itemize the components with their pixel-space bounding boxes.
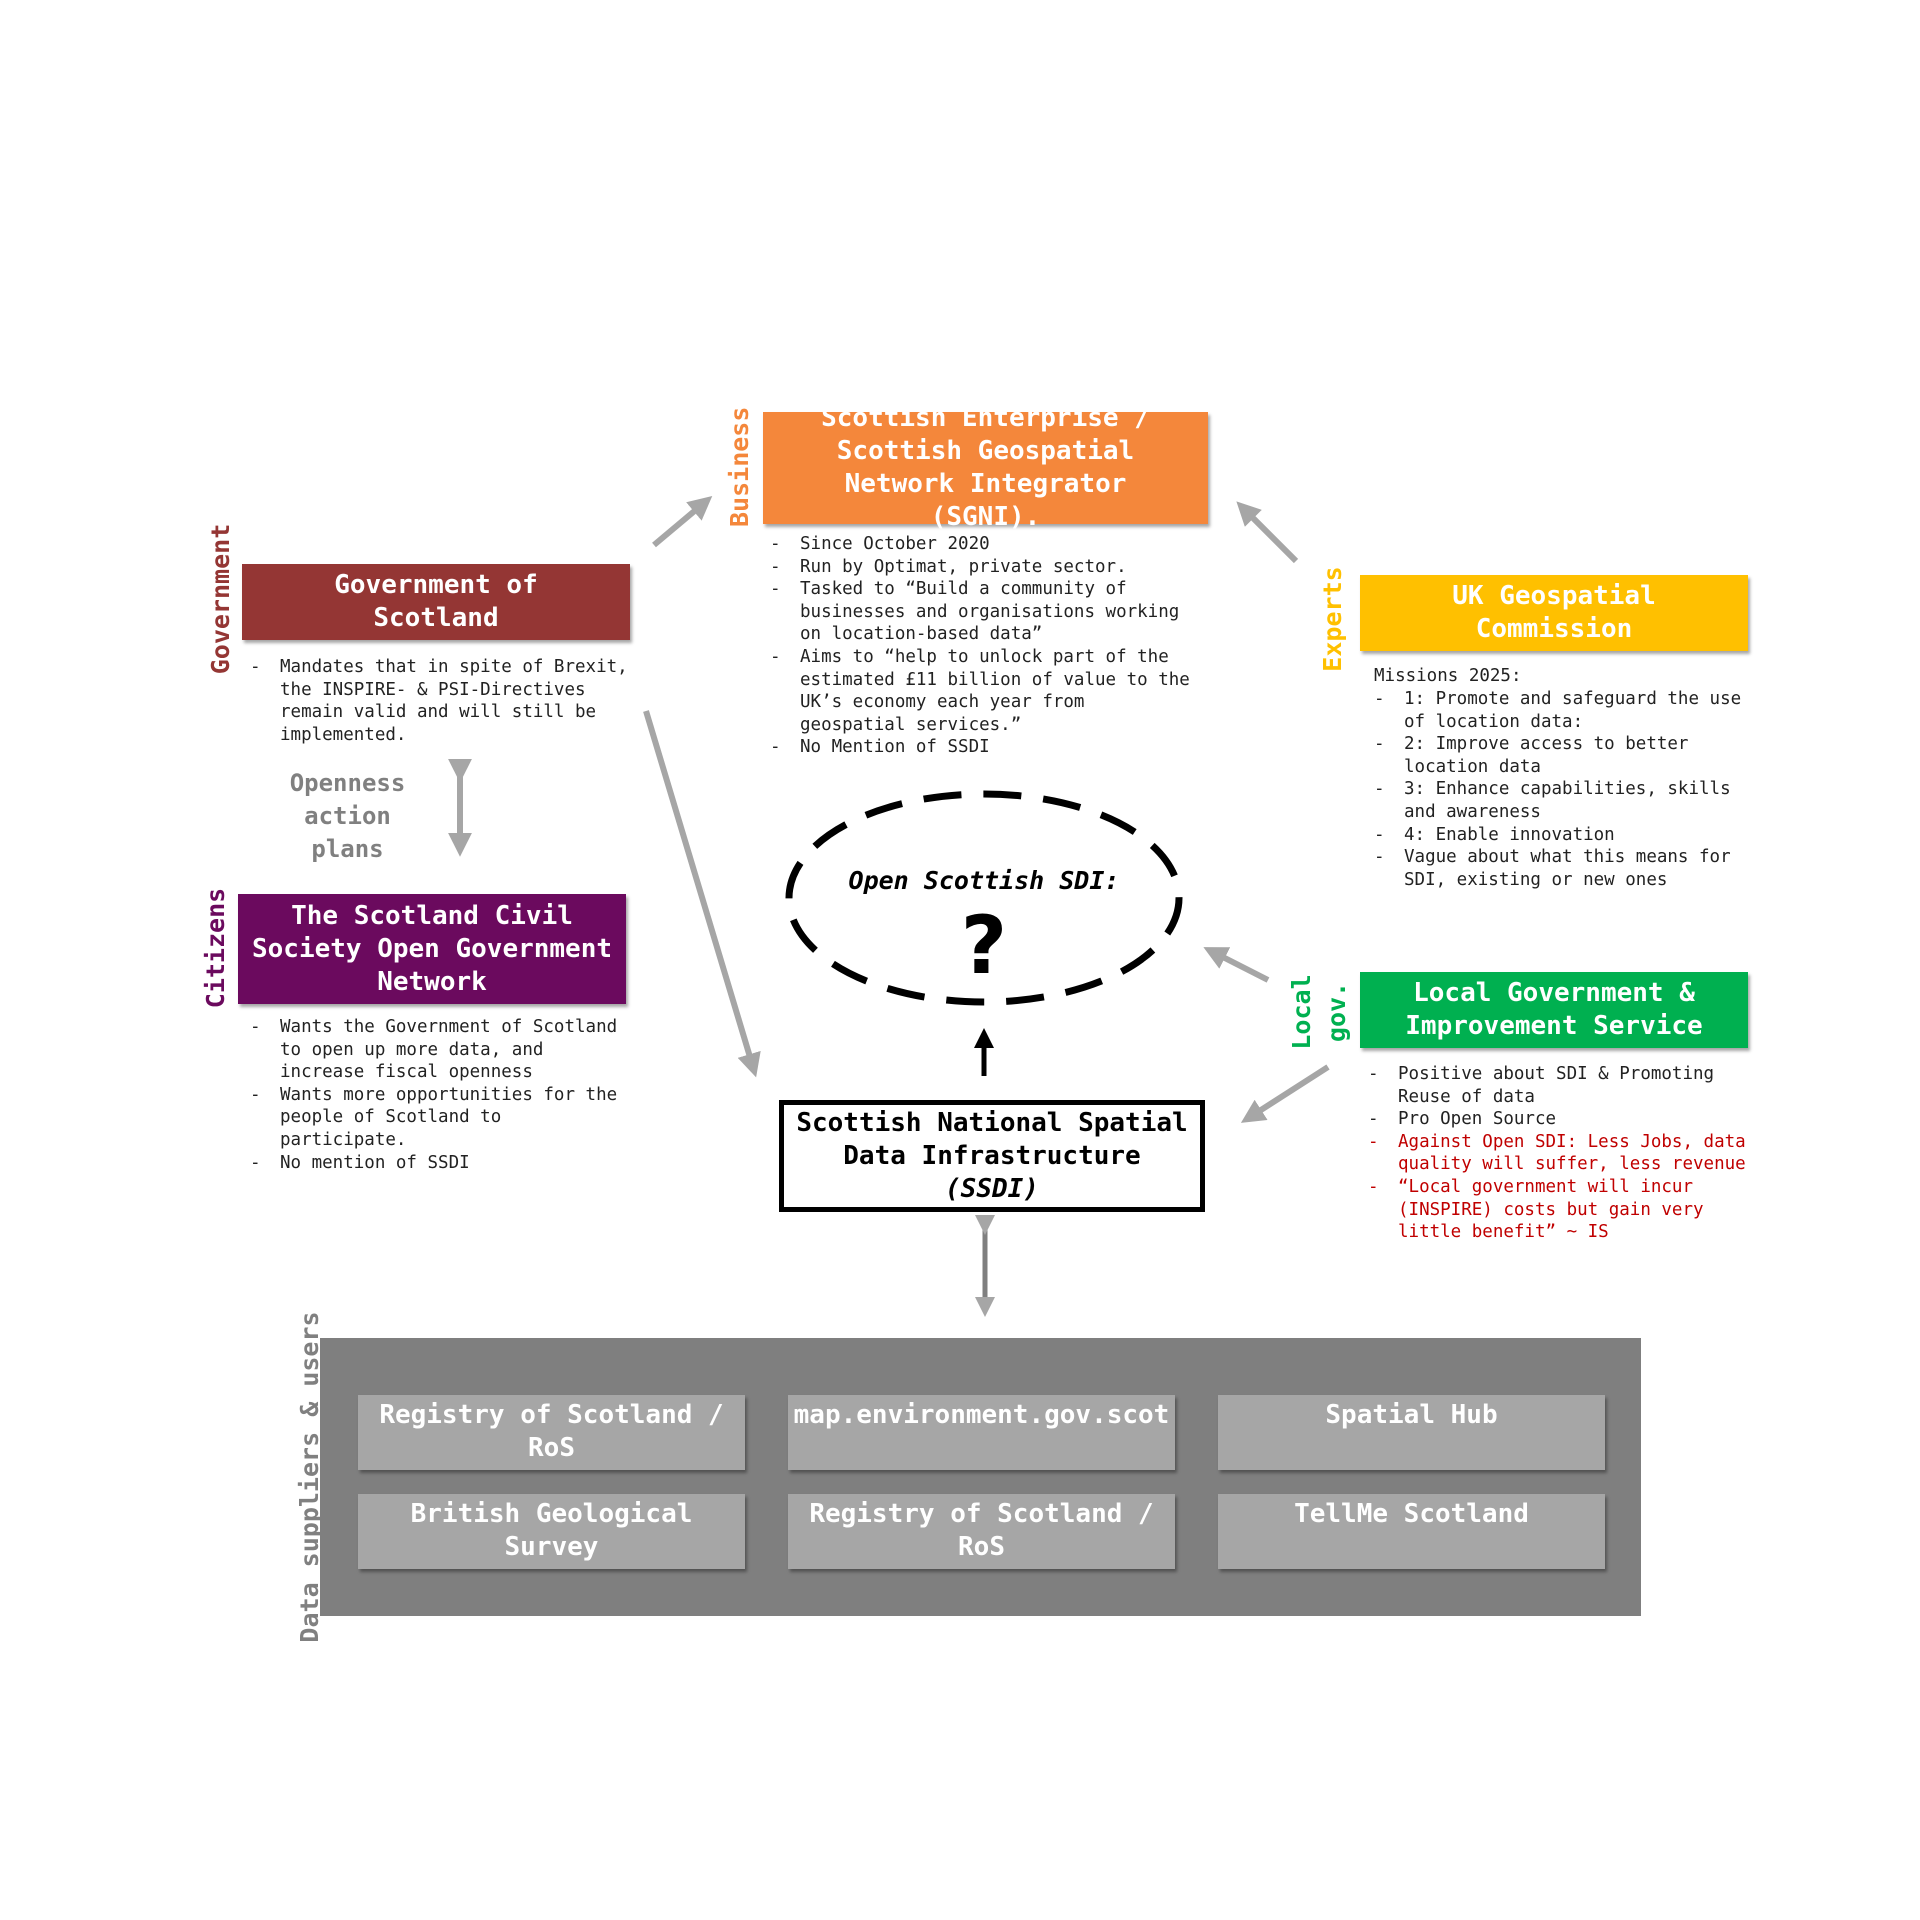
local-title: Local Government & Improvement Service: [1405, 978, 1703, 1041]
experts-note: 1: Promote and safeguard the use of loca…: [1374, 688, 1754, 733]
citizens-note: Wants more opportunities for the people …: [250, 1084, 630, 1152]
arrow-local-to-open-sdi: [1203, 947, 1270, 983]
business-note: Since October 2020: [770, 533, 1200, 556]
open-sdi-title: Open Scottish SDI:: [848, 866, 1120, 895]
local-title-box: Local Government & Improvement Service: [1360, 972, 1748, 1048]
citizens-title-box: The Scotland Civil Society Open Governme…: [238, 894, 626, 1004]
government-title-box: Government of Scotland: [242, 564, 630, 640]
experts-note: Vague about what this means for SDI, exi…: [1374, 846, 1754, 891]
business-note: No Mention of SSDI: [770, 736, 1200, 759]
supplier-box-registry: Registry of Scotland / RoS: [358, 1395, 745, 1470]
local-note-critical: “Local government will incur (INSPIRE) c…: [1368, 1176, 1748, 1244]
business-note: Run by Optimat, private sector.: [770, 556, 1200, 579]
supplier-box-registry-2: Registry of Scotland / RoS: [788, 1494, 1175, 1569]
business-notes: Since October 2020 Run by Optimat, priva…: [770, 533, 1200, 759]
citizens-note: No mention of SSDI: [250, 1152, 630, 1175]
ssdi-subtitle: (SSDI): [945, 1173, 1039, 1204]
government-note: Mandates that in spite of Brexit, the IN…: [250, 656, 630, 746]
citizens-notes: Wants the Government of Scotland to open…: [250, 1016, 630, 1174]
supplier-box-bgs: British Geological Survey: [358, 1494, 745, 1569]
supplier-box-tellme: TellMe Scotland: [1218, 1494, 1605, 1569]
local-side-label: Local: [1287, 974, 1316, 1050]
experts-title: UK Geospatial Commission: [1452, 581, 1656, 644]
government-notes: Mandates that in spite of Brexit, the IN…: [250, 656, 630, 746]
ssdi-box: Scottish National Spatial Data Infrastru…: [779, 1100, 1205, 1212]
citizens-title: The Scotland Civil Society Open Governme…: [251, 900, 613, 997]
arrow-government-to-business: [652, 496, 713, 548]
citizens-side-label: Citizens: [201, 887, 230, 1009]
business-side-label: Business: [725, 406, 754, 527]
business-note: Tasked to “Build a community of business…: [770, 578, 1200, 646]
experts-notes: 1: Promote and safeguard the use of loca…: [1374, 688, 1754, 891]
local-note: Positive about SDI & Promoting Reuse of …: [1368, 1063, 1748, 1108]
open-sdi-question-mark: ?: [960, 899, 1008, 992]
arrow-local-to-ssdi: [1240, 1064, 1330, 1123]
experts-note: 3: Enhance capabilities, skills and awar…: [1374, 778, 1754, 823]
suppliers-panel: [320, 1338, 1641, 1616]
government-side-label: Government: [206, 523, 235, 675]
experts-note: 2: Improve access to better location dat…: [1374, 733, 1754, 778]
supplier-box-spatial-hub: Spatial Hub: [1218, 1395, 1605, 1470]
ssdi-title: Scottish National Spatial Data Infrastru…: [796, 1107, 1188, 1171]
government-title: Government of Scotland: [334, 570, 538, 633]
business-title: Scottish Enterprise / Scottish Geospatia…: [821, 403, 1150, 532]
openness-label: Openness action plans: [289, 769, 406, 863]
supplier-box-map-environment: map.environment.gov.scot: [788, 1395, 1175, 1470]
local-notes: Positive about SDI & Promoting Reuse of …: [1368, 1063, 1748, 1244]
experts-intro: Missions 2025:: [1374, 666, 1522, 686]
arrow-experts-to-business: [1236, 501, 1299, 564]
arrow-government-to-ssdi: [643, 710, 761, 1078]
local-side-label-2: gov.: [1322, 981, 1351, 1043]
business-note: Aims to “help to unlock part of the esti…: [770, 646, 1200, 736]
business-title-box: Scottish Enterprise / Scottish Geospatia…: [763, 403, 1208, 532]
citizens-note: Wants the Government of Scotland to open…: [250, 1016, 630, 1084]
experts-side-label: Experts: [1318, 566, 1347, 672]
open-sdi-ellipse: [785, 790, 1183, 1006]
experts-title-box: UK Geospatial Commission: [1360, 575, 1748, 651]
experts-note: 4: Enable innovation: [1374, 824, 1754, 847]
local-note-critical: Against Open SDI: Less Jobs, data qualit…: [1368, 1131, 1748, 1176]
local-note: Pro Open Source: [1368, 1108, 1748, 1131]
